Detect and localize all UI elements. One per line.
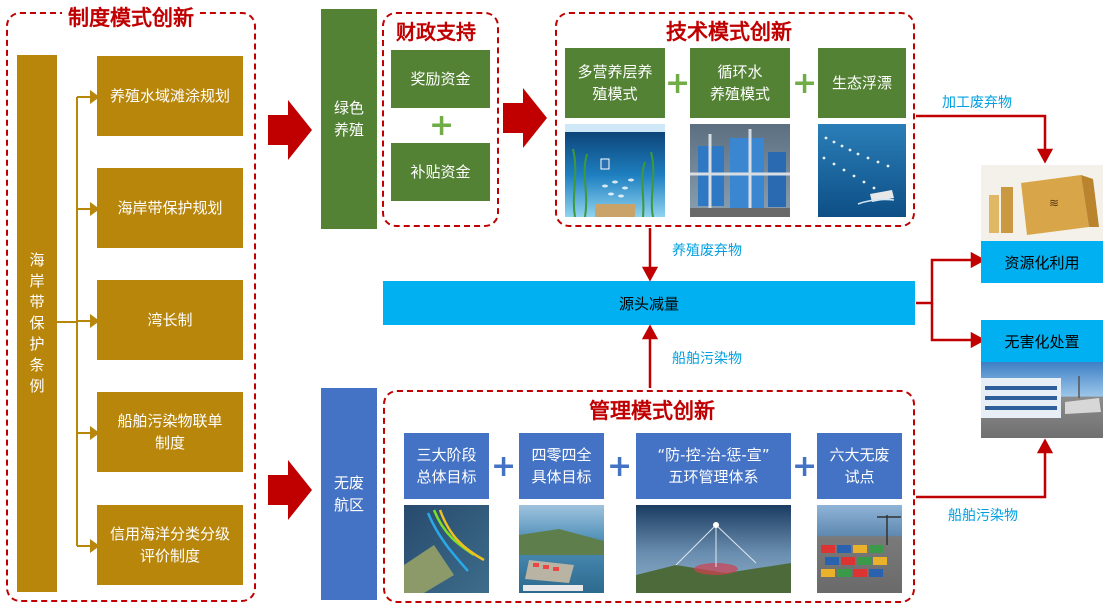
tech-plus-2: + (792, 66, 818, 101)
policy-box-coastal-planning: 海岸带保护规划 (97, 168, 243, 248)
ship-pollutants-up-label: 船舶污染物 (672, 351, 742, 367)
product-packaging-image: ≋ (981, 165, 1103, 241)
finance-box-subsidy: 补贴资金 (391, 143, 490, 201)
mgmt-plus-3: + (792, 449, 818, 484)
red-arrow-to-green (268, 100, 312, 160)
red-arrow-to-technology (503, 88, 547, 148)
zero-waste-zone-box: 无废 航区 (321, 388, 377, 600)
institution-connectors (57, 90, 100, 553)
aquaculture-waste-label: 养殖废弃物 (672, 243, 742, 259)
tech-box-imta: 多营养层养 殖模式 (565, 48, 665, 118)
policy-box-bay-chief: 湾长制 (97, 280, 243, 360)
red-arrow-to-zero-waste (268, 460, 312, 520)
policy-box-ship-pollutant-manifest: 船舶污染物联单 制度 (97, 392, 243, 472)
underwater-aquaculture-image (565, 124, 665, 217)
mgmt-box-four-zero: 四零四全 具体目标 (519, 433, 604, 499)
finance-plus: + (429, 108, 455, 143)
source-reduction-box: 源头减量 (383, 281, 915, 325)
finance-box-reward: 奖励资金 (391, 50, 490, 108)
harbor-aerial-image (519, 505, 604, 593)
processing-waste-label: 加工废弃物 (942, 95, 1012, 111)
harmless-disposal-box: 无害化处置 (981, 320, 1103, 362)
route-map-image (404, 505, 489, 593)
port-facility-image (981, 362, 1103, 438)
container-port-image (817, 505, 902, 593)
policy-box-aquaculture-planning: 养殖水域滩涂规划 (97, 56, 243, 136)
management-title: 管理模式创新 (583, 395, 721, 425)
monitoring-network-image (636, 505, 791, 593)
mgmt-plus-2: + (607, 449, 633, 484)
svg-text:≋: ≋ (1049, 196, 1059, 210)
recirculating-equipment-image (690, 124, 790, 217)
mgmt-plus-1: + (491, 449, 517, 484)
finance-title: 财政支持 (390, 16, 482, 45)
mgmt-box-six-pilots: 六大无废 试点 (817, 433, 902, 499)
tech-plus-1: + (665, 66, 691, 101)
mgmt-box-five-ring: “防-控-治-惩-宣” 五环管理体系 (636, 433, 791, 499)
eco-float-sea-image (818, 124, 906, 217)
policy-box-credit-rating: 信用海洋分类分级 评价制度 (97, 505, 243, 585)
technology-title: 技术模式创新 (660, 16, 798, 46)
green-aquaculture-box: 绿色 养殖 (321, 9, 377, 229)
tech-box-recirculating: 循环水 养殖模式 (690, 48, 790, 118)
tech-box-eco-float: 生态浮漂 (818, 48, 906, 118)
ship-pollutants-right-label: 船舶污染物 (948, 508, 1018, 524)
institution-title: 制度模式创新 (62, 2, 200, 32)
coastal-law-box: 海 岸 带 保 护 条 例 (17, 55, 57, 592)
mgmt-box-three-stages: 三大阶段 总体目标 (404, 433, 489, 499)
resource-utilization-box: 资源化利用 (981, 241, 1103, 283)
